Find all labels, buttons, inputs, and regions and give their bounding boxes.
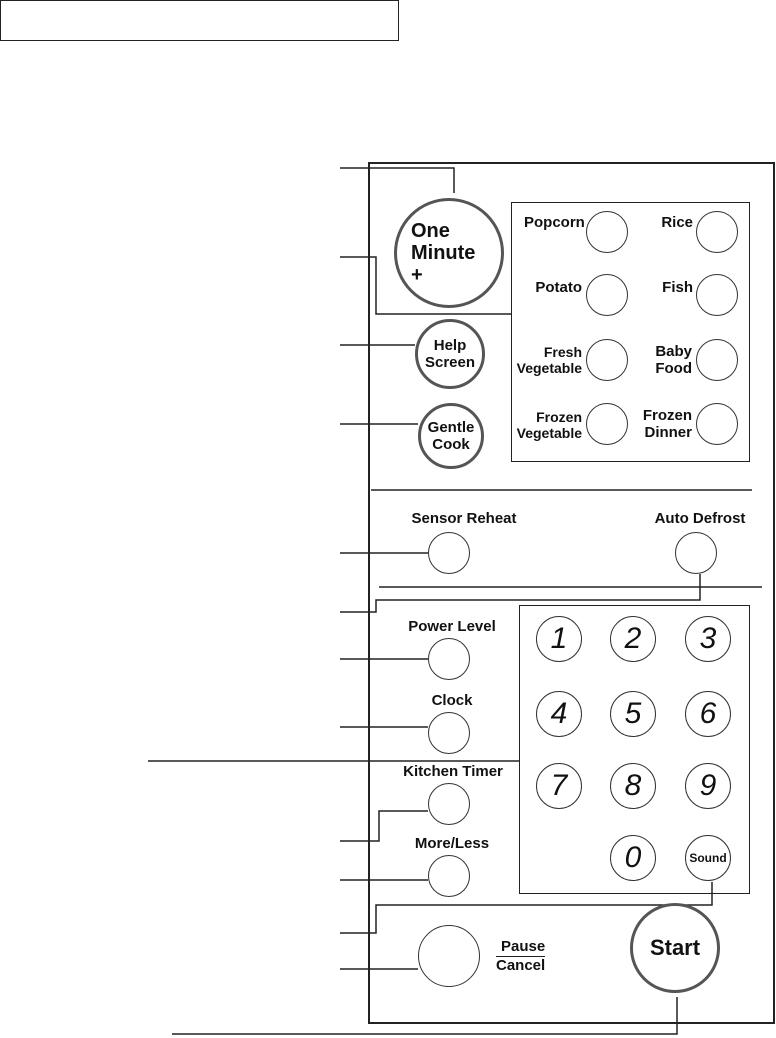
rice-button[interactable] [696,211,738,253]
sound-button[interactable]: Sound [685,835,731,881]
number-pad-group [519,605,750,894]
digit-9-label: 9 [699,769,717,802]
fish-label: Fish [662,279,693,296]
fresh-vegetable-label: Fresh Vegetable [514,344,582,376]
power-level-button[interactable] [428,638,470,680]
baby-food-label-line1: Baby [655,343,692,360]
popcorn-button[interactable] [586,211,628,253]
auto-defrost-label: Auto Defrost [654,510,746,527]
frozen-dinner-label: Frozen Dinner [636,407,692,441]
callout-line-one-minute [340,167,455,193]
more-less-button[interactable] [428,855,470,897]
power-level-label: Power Level [408,618,496,635]
callout-line-auto-cook [340,256,511,315]
sound-label: Sound [689,851,727,865]
digit-5-button[interactable]: 5 [610,691,656,737]
callout-line-start [172,997,678,1035]
more-less-label: More/Less [414,835,490,852]
one-minute-label-line2: Minute [411,242,476,264]
frozen-vegetable-label-line2: Vegetable [516,425,582,441]
frozen-dinner-label-line2: Dinner [644,424,692,441]
digit-2-label: 2 [624,622,642,655]
pause-cancel-button[interactable] [418,925,480,987]
help-screen-label-line2: Screen [424,354,476,371]
sensor-reheat-label: Sensor Reheat [411,510,517,527]
help-screen-label-line1: Help [433,337,467,354]
cancel-label: Cancel [496,957,546,974]
digit-1-button[interactable]: 1 [536,616,582,662]
clock-button[interactable] [428,712,470,754]
digit-6-button[interactable]: 6 [685,691,731,737]
frozen-dinner-button[interactable] [696,403,738,445]
baby-food-button[interactable] [696,339,738,381]
fresh-vegetable-button[interactable] [586,339,628,381]
digit-6-label: 6 [699,697,717,730]
kitchen-timer-label: Kitchen Timer [403,763,503,780]
frozen-vegetable-label-line1: Frozen [536,409,582,425]
help-screen-button[interactable]: Help Screen [415,319,485,389]
gentle-cook-label-line2: Cook [432,436,470,453]
one-minute-label-line1: One [411,220,450,242]
fresh-vegetable-label-line2: Vegetable [516,360,582,376]
frozen-vegetable-button[interactable] [586,403,628,445]
popcorn-label: Popcorn [524,214,585,231]
digit-1-label: 1 [550,622,568,655]
callout-line-auto-defrost [340,574,701,613]
rice-label: Rice [661,214,693,231]
clock-label: Clock [431,692,473,709]
pause-cancel-label: Pause Cancel [496,938,546,975]
digit-5-label: 5 [624,697,642,730]
digit-3-button[interactable]: 3 [685,616,731,662]
potato-button[interactable] [586,274,628,316]
baby-food-label-line2: Food [655,360,692,377]
potato-label: Potato [535,279,582,296]
callout-line-kitchen-timer [340,810,428,842]
auto-cook-group [511,202,750,462]
frozen-dinner-label-line1: Frozen [642,407,692,424]
fresh-vegetable-label-line1: Fresh [543,344,582,360]
frozen-vegetable-label: Frozen Vegetable [514,409,582,441]
digit-4-button[interactable]: 4 [536,691,582,737]
auto-defrost-button[interactable] [675,532,717,574]
start-button[interactable]: Start [630,903,720,993]
one-minute-label-line3: + [411,264,423,286]
fish-button[interactable] [696,274,738,316]
digit-3-label: 3 [699,622,717,655]
digit-8-button[interactable]: 8 [610,763,656,809]
control-panel [368,162,775,1024]
display-label-box [0,0,399,41]
digit-7-label: 7 [550,769,568,802]
baby-food-label: Baby Food [640,343,692,377]
pause-label: Pause [496,938,546,957]
gentle-cook-button[interactable]: Gentle Cook [418,403,484,469]
digit-7-button[interactable]: 7 [536,763,582,809]
kitchen-timer-button[interactable] [428,783,470,825]
callout-line-sound [340,882,713,934]
start-label: Start [649,935,701,960]
gentle-cook-label-line1: Gentle [427,419,475,436]
digit-2-button[interactable]: 2 [610,616,656,662]
one-minute-button[interactable]: One Minute + [394,198,504,308]
sensor-reheat-button[interactable] [428,532,470,574]
digit-9-button[interactable]: 9 [685,763,731,809]
digit-4-label: 4 [550,697,568,730]
digit-8-label: 8 [624,769,642,802]
digit-0-label: 0 [624,841,642,874]
digit-0-button[interactable]: 0 [610,835,656,881]
